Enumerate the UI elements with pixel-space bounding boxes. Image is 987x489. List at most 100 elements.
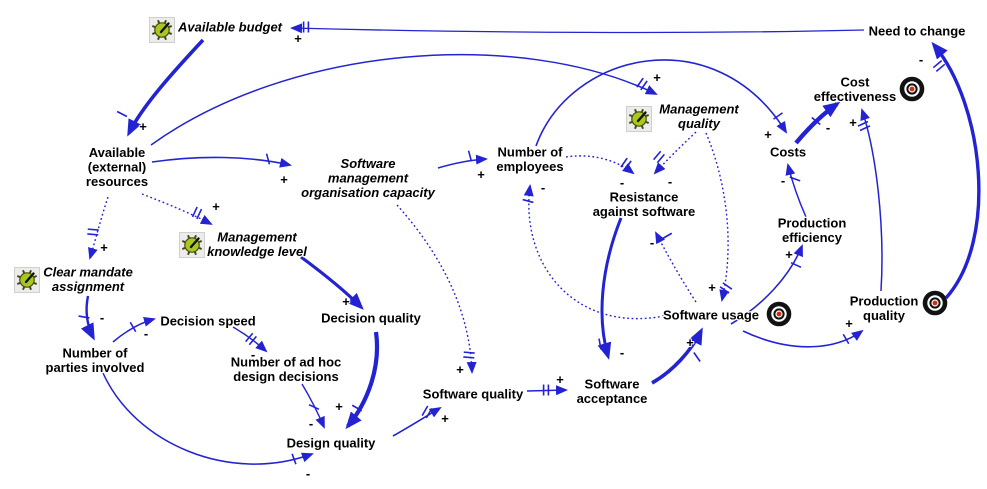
polarity-sign-minus: - <box>620 175 624 190</box>
link-arrow <box>535 59 788 147</box>
causal-link-clear-mandate-assignment--number-of-parties-involved: - <box>78 295 105 341</box>
causal-link-production-quality--cost-effectiveness: + <box>848 108 883 292</box>
link-arrow <box>597 217 623 360</box>
delay-mark-icon <box>932 60 943 69</box>
causal-link-management-quality--resistance-against-software: - <box>653 131 697 190</box>
polarity-sign-minus: - <box>251 347 255 362</box>
causal-link-software-acceptance--software-usage: + <box>651 327 703 385</box>
polarity-sign-plus: + <box>441 411 449 426</box>
delay-mark-icon <box>463 351 475 354</box>
link-arrow <box>300 255 364 310</box>
delay-mark-icon <box>351 404 363 412</box>
delay-mark-icon <box>620 157 628 168</box>
delay-mark-icon <box>191 206 198 218</box>
node-label-costs: Costs <box>770 145 806 160</box>
causal-link-available-external-resources--management-knowledge-level: + <box>141 193 221 225</box>
causal-link-number-of-parties-involved--design-quality: - <box>102 372 314 482</box>
link-arrow <box>290 23 865 34</box>
causal-link-design-quality--software-quality: + <box>392 405 450 437</box>
polarity-sign-plus: + <box>556 372 564 387</box>
polarity-sign-plus: + <box>477 167 485 182</box>
goal-target-icon <box>899 76 925 102</box>
link-arrow <box>526 385 568 396</box>
link-arrow <box>102 372 314 465</box>
delay-mark-icon <box>245 332 254 343</box>
causal-link-resistance-against-software--software-acceptance: - <box>597 217 625 361</box>
polarity-sign-plus: + <box>785 247 793 262</box>
causal-link-production-quality--need-to-change: - <box>918 41 981 300</box>
polarity-sign-plus: + <box>294 31 302 46</box>
delay-mark-icon <box>598 338 602 350</box>
node-decision-quality: Decision quality <box>320 309 423 326</box>
causal-link-costs--cost-effectiveness: - <box>794 101 841 145</box>
polarity-sign-minus: - <box>541 180 545 195</box>
causal-link-available-external-resources--clear-mandate-assignment: + <box>87 196 109 260</box>
polarity-sign-minus: - <box>919 52 923 67</box>
causal-link-management-knowledge-level--decision-quality: + <box>300 255 364 310</box>
delay-mark-icon <box>87 233 99 236</box>
causal-link-need-to-change--available-budget: + <box>290 21 865 47</box>
polarity-sign-minus: - <box>309 416 313 431</box>
policy-lever-knob-icon <box>149 17 175 43</box>
node-decision-speed: Decision speed <box>159 312 257 329</box>
node-label-software-quality: Software quality <box>423 387 524 402</box>
polarity-sign-minus: - <box>650 235 654 250</box>
causal-link-software-usage--resistance-against-software: - <box>649 231 697 303</box>
causal-link-number-of-parties-involved--decision-speed: - <box>112 316 156 343</box>
policy-lever-knob-icon <box>626 106 652 132</box>
delay-mark-icon <box>636 77 644 88</box>
link-arrow <box>150 53 658 146</box>
delay-mark-icon <box>653 150 662 161</box>
delay-mark-icon <box>248 335 257 346</box>
policy-lever-knob-icon <box>14 267 40 293</box>
node-need-to-change: Need to change <box>867 22 966 39</box>
link-arrow <box>392 406 442 437</box>
link-arrow <box>785 163 807 218</box>
polarity-sign-plus: + <box>342 294 350 309</box>
node-software-quality: Software quality <box>422 385 526 402</box>
polarity-sign-minus: - <box>144 326 148 341</box>
delay-mark-icon <box>78 315 90 319</box>
delay-mark-icon <box>624 160 632 171</box>
delay-mark-icon <box>425 408 433 419</box>
link-arrow <box>653 131 697 175</box>
delay-mark-icon <box>693 352 701 362</box>
causal-link-management-quality--software-usage: + <box>705 132 733 302</box>
link-arrow <box>860 108 883 292</box>
delay-mark-icon <box>857 120 869 127</box>
delay-mark-icon <box>859 125 871 132</box>
link-arrow <box>705 132 730 302</box>
delay-mark-icon <box>661 232 673 240</box>
node-available-budget: Available budget <box>149 17 284 43</box>
delay-mark-icon <box>640 80 648 91</box>
polarity-sign-minus: - <box>100 310 104 325</box>
link-arrow <box>794 101 841 145</box>
link-arrow <box>651 327 703 385</box>
polarity-sign-plus: + <box>280 172 288 187</box>
delay-mark-icon <box>463 356 475 359</box>
polarity-sign-plus: + <box>335 399 343 414</box>
causal-link-software-usage--production-quality: + <box>742 315 864 348</box>
polarity-sign-minus: - <box>781 173 785 188</box>
polarity-sign-plus: + <box>764 127 772 142</box>
link-arrow <box>301 383 325 429</box>
